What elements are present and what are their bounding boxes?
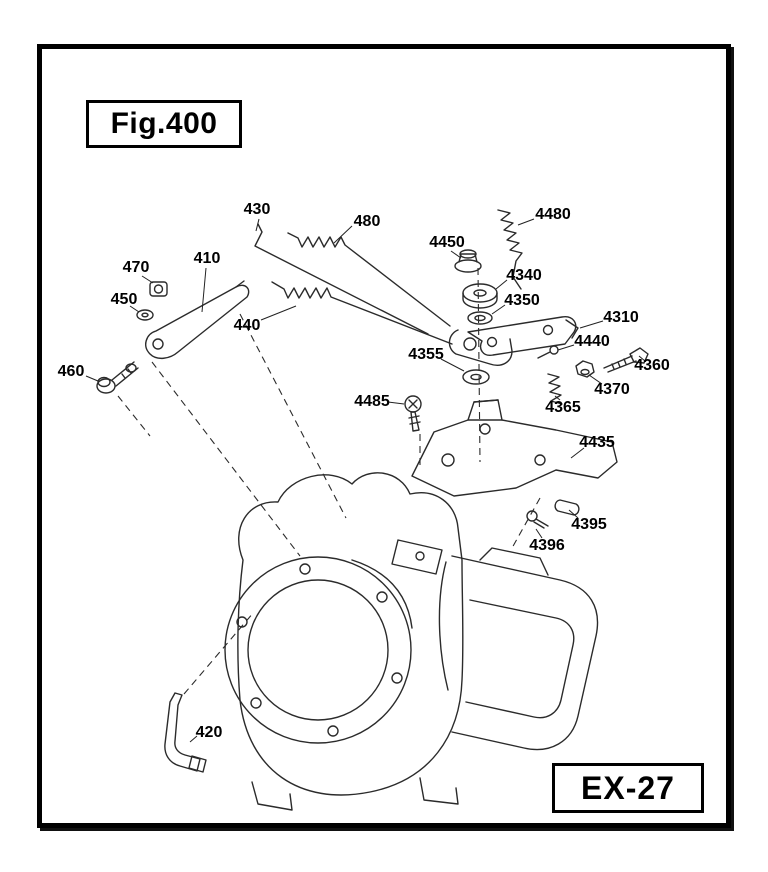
- page-ref-box: EX-27: [552, 763, 704, 813]
- part-label-4435: 4435: [579, 434, 615, 451]
- part-label-4360: 4360: [634, 357, 670, 374]
- part-label-4370: 4370: [594, 381, 630, 398]
- part-label-430: 430: [243, 201, 271, 218]
- figure-number-box: Fig.400: [86, 100, 242, 148]
- engine-block-drawing: [224, 472, 599, 811]
- part-label-4395: 4395: [571, 516, 607, 533]
- part-label-470: 470: [122, 259, 150, 276]
- figure-number-text: Fig.400: [110, 107, 218, 140]
- part-label-4480: 4480: [535, 206, 571, 223]
- leader-lines: [85, 218, 646, 743]
- part-label-4485: 4485: [354, 393, 390, 410]
- part-label-460: 460: [57, 363, 85, 380]
- part-label-4365: 4365: [545, 399, 581, 416]
- part-label-440: 440: [233, 317, 261, 334]
- page-ref-text: EX-27: [581, 769, 675, 806]
- part-label-450: 450: [110, 291, 138, 308]
- part-label-4340: 4340: [506, 267, 542, 284]
- part-label-4440: 4440: [574, 333, 610, 350]
- part-label-4355: 4355: [408, 346, 444, 363]
- part-label-420: 420: [195, 724, 223, 741]
- part-label-4450: 4450: [429, 234, 465, 251]
- part-label-480: 480: [353, 213, 381, 230]
- diagram-border-frame: [37, 44, 731, 828]
- part-label-4350: 4350: [504, 292, 540, 309]
- linkage-parts-drawing: [96, 209, 649, 773]
- part-label-4396: 4396: [529, 537, 565, 554]
- part-label-410: 410: [193, 250, 221, 267]
- part-label-4310: 4310: [603, 309, 639, 326]
